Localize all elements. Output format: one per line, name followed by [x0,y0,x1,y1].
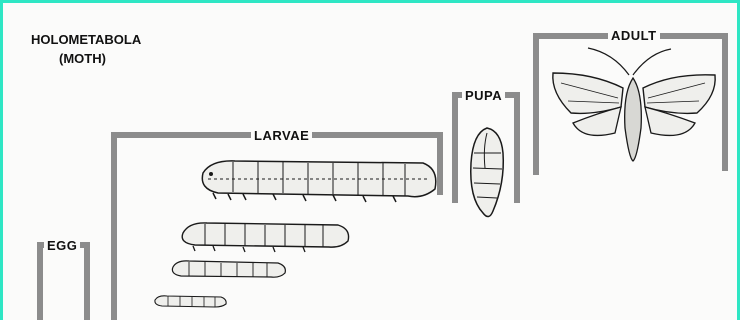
larva-medium [182,223,348,252]
larva-small [172,261,285,277]
egg-label: EGG [44,239,80,253]
larva-large [202,161,435,202]
adult-moth-illustration [553,48,715,161]
lifecycle-drawing [3,3,737,320]
larvae-label: LARVAE [251,129,312,143]
pupa-illustration [471,128,504,217]
larva-tiny [155,296,226,307]
pupa-label: PUPA [462,89,505,103]
adult-label: ADULT [608,29,660,43]
egg-bracket [40,245,87,320]
